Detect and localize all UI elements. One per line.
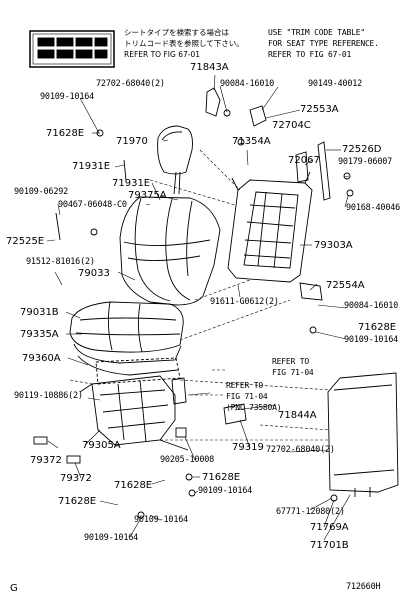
part-label[interactable]: 72702-68040(2) (96, 79, 165, 89)
part-label[interactable]: 71843A (190, 62, 229, 73)
part-label[interactable]: 72067 (288, 155, 320, 166)
part-label[interactable]: 90084-16010 (344, 301, 399, 311)
part-label[interactable]: 72702-68040(2) (266, 445, 335, 455)
part-label[interactable]: 90119-10886(2) (14, 391, 83, 401)
part-label[interactable]: 90179-06007 (338, 157, 393, 167)
part-label[interactable]: 90109-10164 (198, 486, 253, 496)
seat-back-frame-shape (227, 171, 313, 283)
part-label[interactable]: 79372 (30, 455, 62, 466)
part-label[interactable]: 90168-40046 (346, 203, 401, 213)
part-label[interactable]: 90467-06048-C0 (58, 200, 127, 210)
seat-back-shape (119, 196, 221, 306)
jp-trim-note: シートタイプを検索する場合は トリムコード表を参照して下さい。 REFER TO… (124, 28, 244, 59)
part-label[interactable]: 79303A (314, 240, 353, 251)
part-label[interactable]: 71628E (58, 496, 97, 507)
part-label[interactable]: 79031B (20, 307, 59, 318)
part-label[interactable]: 71769A (310, 522, 349, 533)
part-label[interactable]: 90109-10164 (84, 533, 139, 543)
part-label[interactable]: 90205-10008 (160, 455, 215, 465)
part-label[interactable]: 90109-10164 (344, 335, 399, 345)
leader-lines (46, 74, 351, 541)
seat-cushion-shape (69, 301, 184, 376)
part-label[interactable]: 79372 (60, 473, 92, 484)
part-label[interactable]: 90109-10164 (40, 92, 95, 102)
part-label[interactable]: 79335A (20, 329, 59, 340)
seat-layout-icon (29, 30, 115, 68)
part-label[interactable]: 79360A (22, 353, 61, 364)
part-label[interactable]: 71701B (310, 540, 349, 551)
part-label[interactable]: 79305A (82, 440, 121, 451)
refer-fig-note: REFER TO FIG 71-04 (PNC 73580A) (226, 381, 282, 412)
figure-number: 712660H (346, 582, 381, 592)
part-label[interactable]: 72554A (326, 280, 365, 291)
part-label[interactable]: 91512-81016(2) (26, 257, 95, 267)
part-label[interactable]: 71970 (116, 136, 148, 147)
part-label[interactable]: 91611-G0612(2) (210, 297, 279, 307)
part-label[interactable]: 71354A (232, 136, 271, 147)
headrest-shape (157, 125, 193, 195)
part-label[interactable]: 72553A (300, 104, 339, 115)
part-label[interactable]: 79319 (232, 442, 264, 453)
part-label[interactable]: 71844A (278, 410, 317, 421)
part-label[interactable]: 71628E (46, 128, 85, 139)
part-label[interactable]: 90109-06292 (14, 187, 69, 197)
part-label[interactable]: 71931E (72, 161, 111, 172)
part-label[interactable]: 90084-16010 (220, 79, 275, 89)
part-label[interactable]: 71628E (114, 480, 153, 491)
part-label[interactable]: 79375A (128, 190, 167, 201)
part-label[interactable]: 79033 (78, 268, 110, 279)
seat-frame-shape (79, 357, 189, 451)
part-label[interactable]: 90149-40012 (308, 79, 363, 89)
part-label[interactable]: 71931E (112, 178, 151, 189)
footer-code-left: G (10, 583, 18, 594)
part-label[interactable]: 72704C (272, 120, 311, 131)
part-label[interactable]: 71628E (358, 322, 397, 333)
refer-fig-note: REFER TO FIG 71-04 (272, 357, 314, 377)
part-label[interactable]: 71628E (202, 472, 241, 483)
part-label[interactable]: 72525E (6, 236, 45, 247)
part-label[interactable]: 72526D (342, 144, 382, 155)
rear-board-shape (327, 372, 399, 497)
part-label[interactable]: 67771-12080(2) (276, 507, 345, 517)
part-label[interactable]: 90109-10164 (134, 515, 189, 525)
bracket-shapes (171, 87, 331, 425)
trim-code-note: USE "TRIM CODE TABLE" FOR SEAT TYPE REFE… (268, 28, 379, 59)
